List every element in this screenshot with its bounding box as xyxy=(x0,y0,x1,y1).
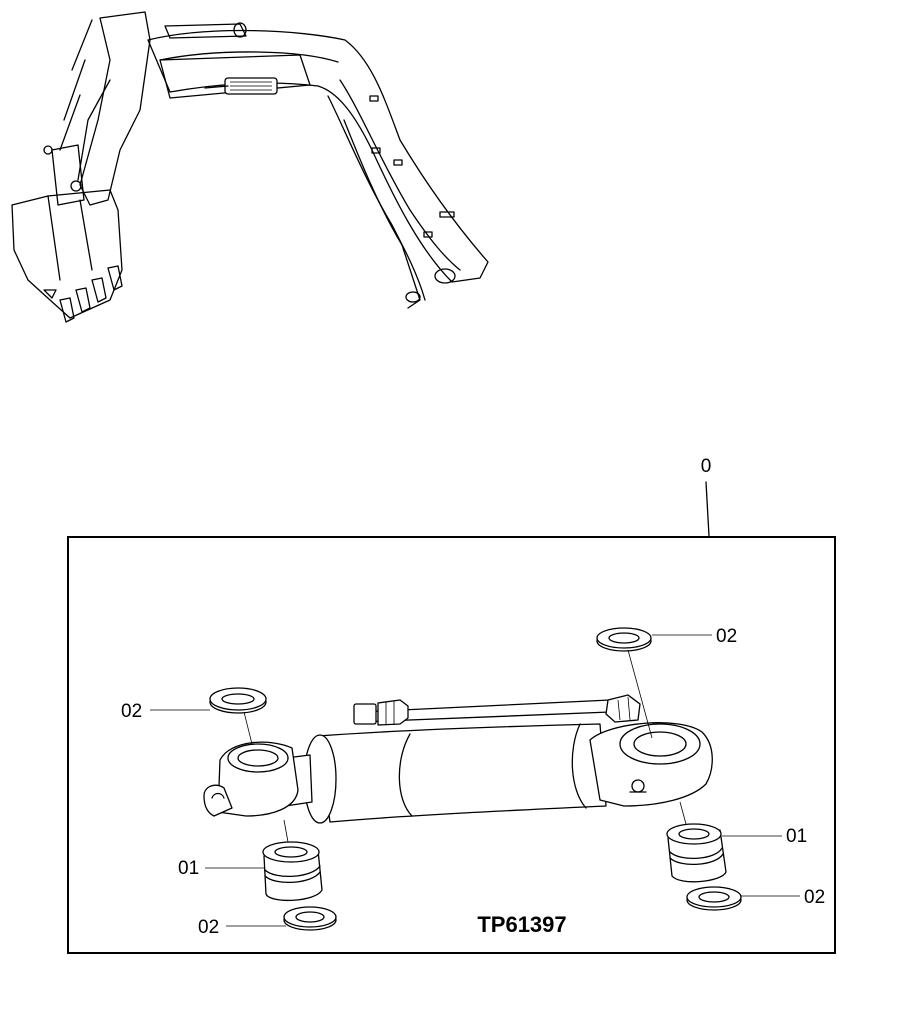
callout-bushing-right: 01 xyxy=(786,826,807,847)
washer-top-right xyxy=(596,627,653,739)
washer-top-left xyxy=(209,687,267,745)
callout-bushing-left: 01 xyxy=(178,858,199,879)
washer-bottom-right xyxy=(686,886,742,911)
figure-id: TP61397 xyxy=(477,912,566,937)
hydraulic-cylinder xyxy=(203,694,713,824)
callout-washer-top-left: 02 xyxy=(121,701,142,722)
backhoe-overview-illustration xyxy=(11,11,489,323)
bushing-right xyxy=(666,801,727,883)
assembly-callout-label: 0 xyxy=(701,456,712,477)
bushing-left xyxy=(262,819,323,902)
assembly-leader-line xyxy=(705,481,710,537)
assembly-frame xyxy=(67,536,836,954)
callout-washer-bottom-left: 02 xyxy=(198,917,219,938)
washer-bottom-left xyxy=(283,906,337,931)
callout-washer-bottom-right: 02 xyxy=(804,887,825,908)
callout-washer-top-right: 02 xyxy=(716,626,737,647)
